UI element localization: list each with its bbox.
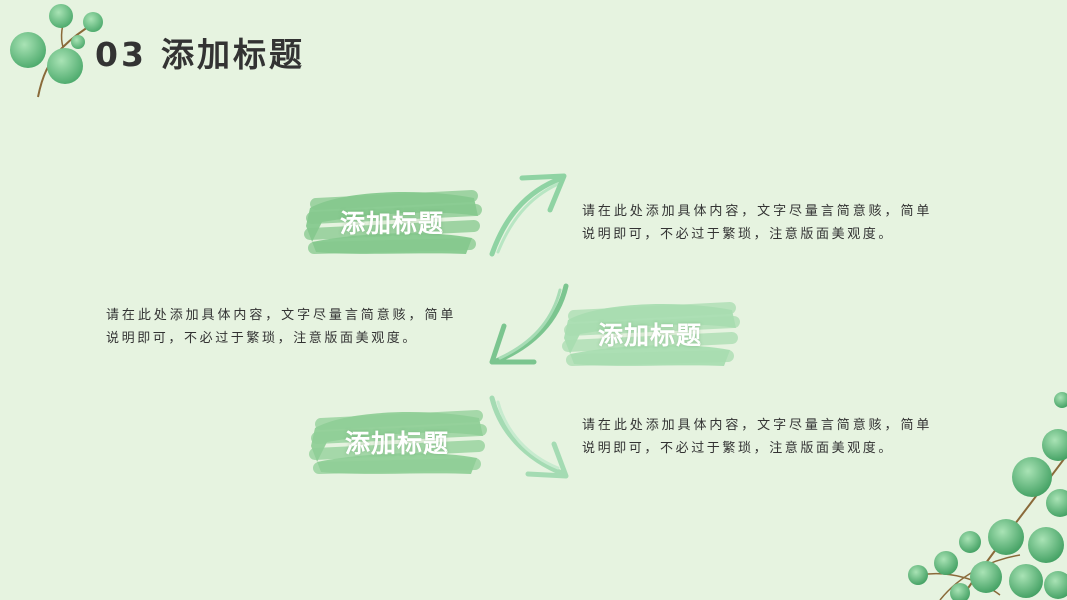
arrow-down-right-icon bbox=[484, 394, 574, 484]
title-badge-1: 添加标题 bbox=[302, 186, 482, 258]
arrow-up-right-icon bbox=[484, 170, 574, 260]
section-title: 添加标题 bbox=[161, 35, 305, 74]
badge-title-2: 添加标题 bbox=[560, 316, 740, 352]
eucalyptus-branch-icon bbox=[900, 385, 1067, 600]
content-text-3: 请在此处添加具体内容，文字尽量言简意赅，简单说明即可，不必过于繁琐，注意版面美观… bbox=[582, 414, 932, 460]
badge-title-3: 添加标题 bbox=[306, 424, 488, 460]
badge-title-1: 添加标题 bbox=[302, 204, 482, 240]
title-badge-2: 添加标题 bbox=[560, 298, 740, 370]
title-badge-3: 添加标题 bbox=[306, 406, 488, 478]
content-text-1: 请在此处添加具体内容，文字尽量言简意赅，简单说明即可，不必过于繁琐，注意版面美观… bbox=[582, 200, 932, 246]
section-number: 03 bbox=[95, 35, 147, 74]
content-text-2: 请在此处添加具体内容，文字尽量言简意赅，简单说明即可，不必过于繁琐，注意版面美观… bbox=[106, 304, 456, 350]
arrow-down-left-icon bbox=[484, 282, 574, 372]
eucalyptus-branch-icon bbox=[8, 2, 108, 102]
page-title: 03 添加标题 bbox=[95, 28, 305, 76]
